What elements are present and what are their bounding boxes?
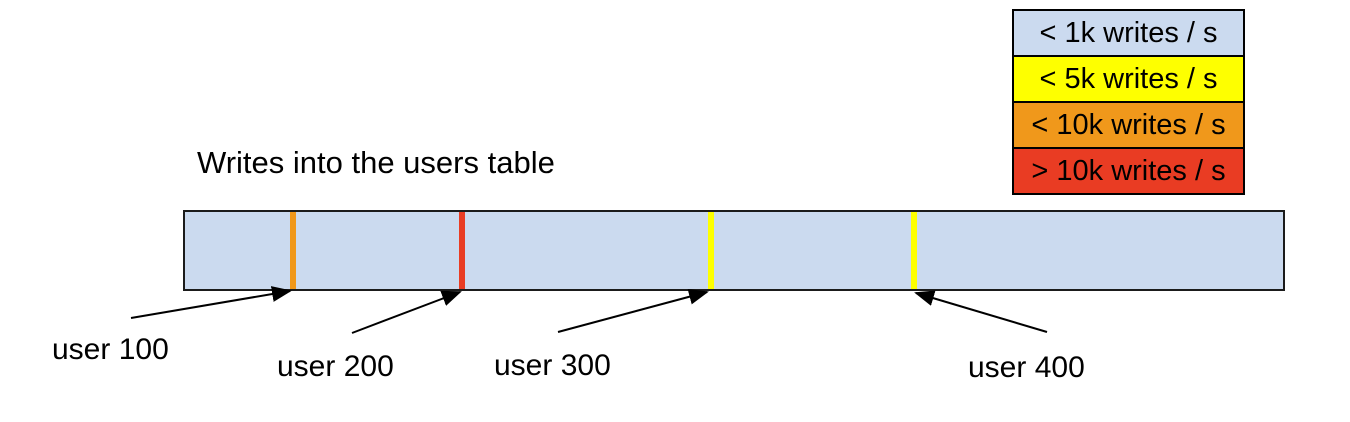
diagram-title: Writes into the users table — [197, 145, 555, 180]
users-table-bar — [183, 210, 1285, 291]
marker-user-100 — [290, 212, 296, 289]
legend-item-lt-5k: < 5k writes / s — [1012, 55, 1245, 103]
legend-item-label: < 5k writes / s — [1039, 62, 1218, 95]
marker-user-200 — [459, 212, 465, 289]
legend-item-gt-10k: > 10k writes / s — [1012, 147, 1245, 195]
legend-item-lt-1k: < 1k writes / s — [1012, 9, 1245, 57]
marker-user-400 — [911, 212, 917, 289]
legend: < 1k writes / s < 5k writes / s < 10k wr… — [1012, 9, 1245, 195]
arrow-user-300 — [557, 288, 709, 333]
legend-item-label: < 10k writes / s — [1031, 108, 1226, 141]
label-user-200: user 200 — [277, 350, 394, 383]
arrow-user-400 — [914, 290, 1048, 333]
marker-user-300 — [708, 212, 714, 289]
arrow-user-100 — [130, 286, 292, 319]
legend-item-lt-10k: < 10k writes / s — [1012, 101, 1245, 149]
legend-item-label: > 10k writes / s — [1031, 154, 1226, 187]
legend-item-label: < 1k writes / s — [1039, 16, 1218, 49]
label-user-300: user 300 — [494, 349, 611, 382]
arrow-user-200 — [351, 290, 462, 334]
label-user-100: user 100 — [52, 333, 169, 366]
label-user-400: user 400 — [968, 351, 1085, 384]
